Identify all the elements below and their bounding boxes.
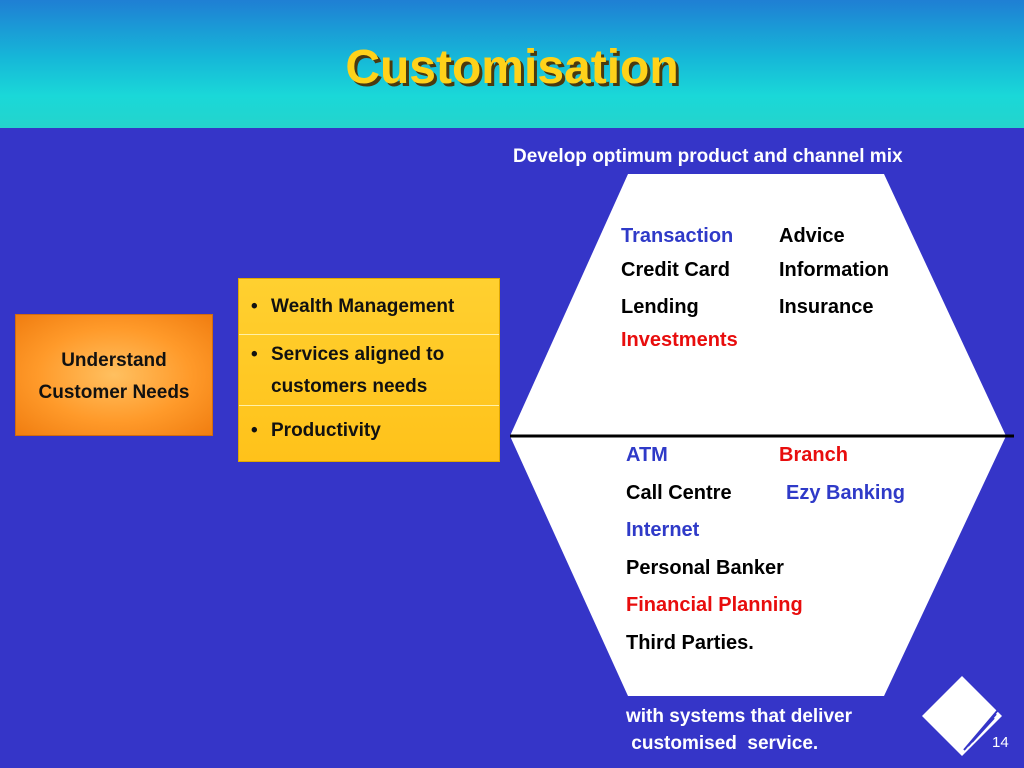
channel-call-centre: Call Centre: [626, 482, 732, 504]
product-lending: Lending: [621, 296, 699, 318]
product-advice: Advice: [779, 225, 845, 247]
strategy-list-box: • Wealth Management • Services aligned to …: [238, 278, 500, 462]
diamond-logo-icon: [922, 676, 1002, 756]
list-item-services-aligned: • Services aligned to customers needs: [251, 339, 444, 403]
product-transaction: Transaction: [621, 225, 734, 247]
product-information: Information: [779, 259, 889, 281]
bottom-caption-line-2: customised service.: [626, 733, 819, 754]
channel-atm: ATM: [626, 444, 668, 466]
understand-needs-text: Understand Customer Needs: [16, 345, 212, 409]
page-number: 14: [992, 734, 1009, 751]
bullet: •: [251, 344, 258, 365]
channel-internet: Internet: [626, 519, 700, 541]
list-item-label: Services aligned to: [271, 344, 445, 365]
list-separator: [239, 405, 499, 406]
channel-personal-banker: Personal Banker: [626, 557, 784, 579]
channel-third-parties: Third Parties.: [626, 632, 754, 654]
bullet: •: [251, 296, 258, 317]
slide-title: Customisation: [345, 41, 679, 94]
bottom-caption-line-1: with systems that deliver: [626, 706, 852, 727]
product-insurance: Insurance: [779, 296, 874, 318]
product-investments: Investments: [621, 329, 738, 351]
list-item-label: Wealth Management: [271, 296, 455, 317]
list-separator: [239, 334, 499, 335]
needs-line-1: Understand: [61, 350, 167, 371]
bullet: •: [251, 420, 258, 441]
list-item-productivity: • Productivity: [251, 415, 381, 447]
needs-line-2: Customer Needs: [38, 382, 190, 403]
channel-ezy-banking: Ezy Banking: [786, 482, 905, 504]
understand-needs-box: Understand Customer Needs: [16, 315, 212, 435]
product-credit-card: Credit Card: [621, 259, 730, 281]
top-caption: Develop optimum product and channel mix: [513, 146, 903, 167]
list-item-label: Productivity: [271, 420, 381, 441]
list-item-wealth-management: • Wealth Management: [251, 291, 454, 323]
channel-financial-planning: Financial Planning: [626, 594, 803, 616]
channel-branch: Branch: [779, 444, 848, 466]
list-item-label-continued: customers needs: [271, 376, 428, 397]
title-banner: [0, 0, 1024, 128]
